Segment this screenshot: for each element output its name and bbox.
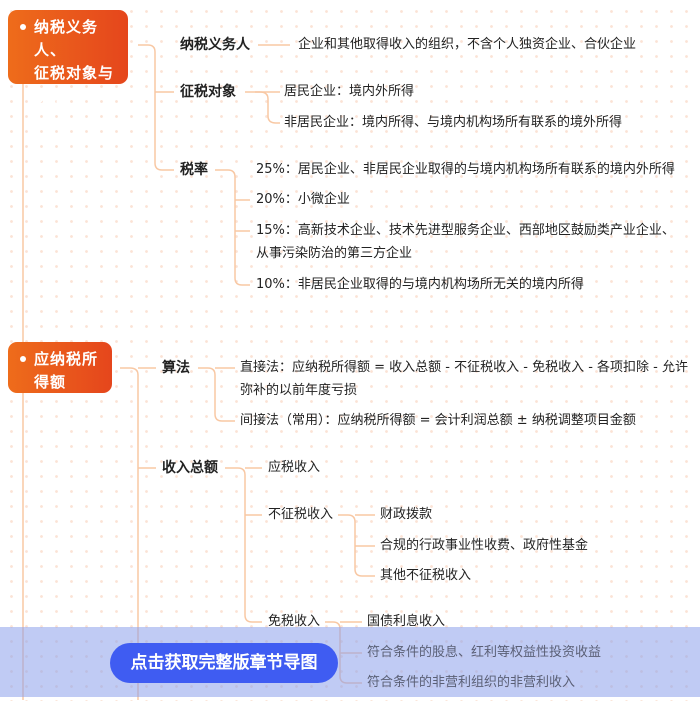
node-indirect-method[interactable]: 间接法（常用）：应纳税所得额 = 会计利润总额 ± 纳税调整项目金额 [240,413,636,428]
topic-node-taxable-income[interactable]: 应纳税所 得额（一） [8,342,112,414]
node-exempt-income[interactable]: 免税收入 [268,614,321,629]
node-non-resident[interactable]: 非居民企业：境内所得、与境内机构场所有联系的境外所得 [284,115,623,130]
node-tax-subjects[interactable]: 纳税义务人 [180,37,250,53]
node-other-non-taxable[interactable]: 其他不征税收入 [380,568,472,583]
node-rate-25[interactable]: 25%：居民企业、非居民企业取得的与境内机构场所有联系的境内外所得 [256,162,675,177]
node-rate-10[interactable]: 10%：非居民企业取得的与境内机构场所无关的境内所得 [256,277,584,292]
get-full-mindmap-button[interactable]: 点击获取完整版章节导图 [110,643,338,683]
node-rate-20[interactable]: 20%：小微企业 [256,192,350,207]
node-admin-fees[interactable]: 合规的行政事业性收费、政府性基金 [380,538,589,553]
node-taxable-objects[interactable]: 征税对象 [180,84,236,100]
node-rate-15-cont: 从事污染防治的第三方企业 [256,246,413,261]
node-direct-method-cont: 弥补的以前年度亏损 [240,383,358,398]
node-treasury-interest[interactable]: 国债利息收入 [367,614,446,629]
node-taxable-income[interactable]: 应税收入 [268,460,321,475]
node-direct-method[interactable]: 直接法：应纳税所得额 = 收入总额 - 不征税收入 - 免税收入 - 各项扣除 … [240,360,688,375]
node-rate-15[interactable]: 15%：高新技术企业、技术先进型服务企业、西部地区鼓励类产业企业、 [256,223,675,238]
node-dividends[interactable]: 符合条件的股息、红利等权益性投资收益 [367,645,602,660]
node-fiscal-allocation[interactable]: 财政拨款 [380,507,433,522]
node-total-income[interactable]: 收入总额 [162,460,218,476]
node-tax-rates[interactable]: 税率 [180,162,208,178]
topic-title-line: 税率 [34,87,67,105]
node-nonprofit-income[interactable]: 符合条件的非营利组织的非营利收入 [367,675,576,690]
bullet-icon [20,356,26,362]
topic-node-taxpayer-rates[interactable]: 纳税义务人、 征税对象与 税率 [8,10,128,105]
topic-title-line: 征税对象与 [34,64,115,82]
node-tax-subjects-detail[interactable]: 企业和其他取得收入的组织，不含个人独资企业、合伙企业 [298,37,637,52]
topic-title-line: 应纳税所 [34,350,99,368]
bullet-icon [20,24,26,30]
cta-overlay [0,627,700,697]
node-methods[interactable]: 算法 [162,360,190,376]
topic-title-line: 得额（一） [34,373,83,414]
topic-title-line: 纳税义务人、 [34,18,99,59]
node-non-taxable-income[interactable]: 不征税收入 [268,507,334,522]
node-resident[interactable]: 居民企业：境内外所得 [284,84,415,99]
